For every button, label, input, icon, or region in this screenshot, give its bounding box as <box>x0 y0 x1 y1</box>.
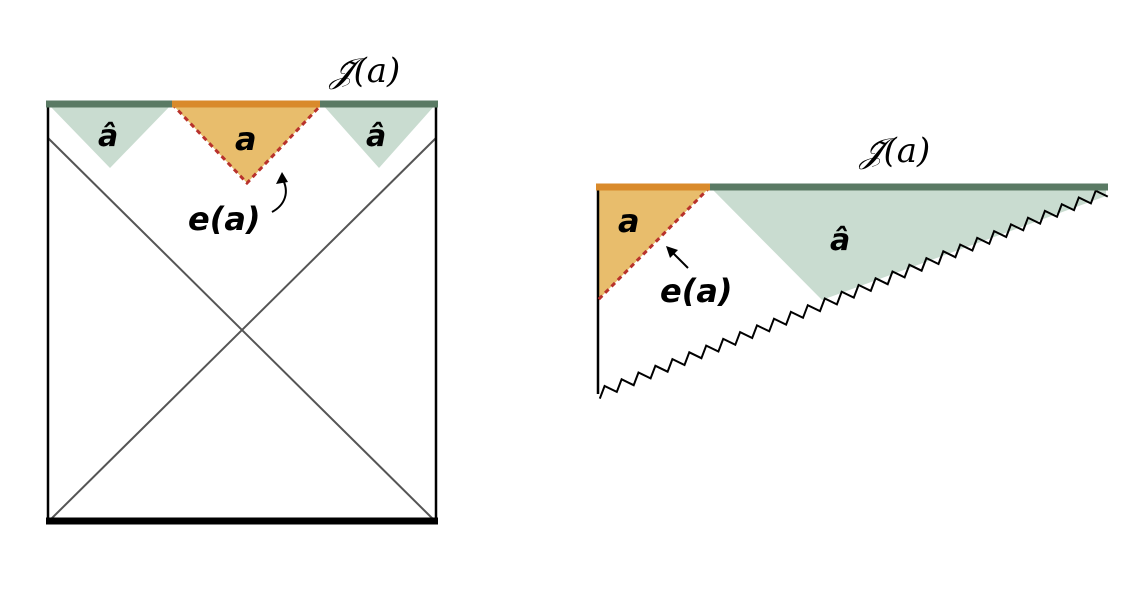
left-ahat-region-right <box>322 104 436 168</box>
left-edge-arrowhead <box>276 172 288 184</box>
left-ahat-left-label: â <box>98 119 118 154</box>
left-edge-label: e(a) <box>188 200 261 238</box>
right-a-label: a <box>618 202 640 240</box>
right-edge-label: e(a) <box>660 272 733 310</box>
left-a-label: a <box>235 120 257 158</box>
right-diagram: 𝒥̃(a) a â e(a) <box>596 131 1109 399</box>
left-ahat-right-label: â <box>366 119 386 154</box>
left-penrose-diagram: 𝒥̃(a) â a â e(a) <box>46 51 438 525</box>
right-edge-arrow <box>671 251 689 269</box>
right-edge-arrowhead <box>666 246 678 258</box>
right-singularity <box>598 189 1109 399</box>
left-scri-label: 𝒥̃(a) <box>328 51 400 91</box>
left-ahat-region-left <box>48 104 172 168</box>
right-ahat-label: â <box>830 223 850 258</box>
right-scri-label: 𝒥̃(a) <box>858 131 930 171</box>
left-edge-ea <box>170 102 324 186</box>
left-a-region <box>172 104 322 183</box>
left-horizon-2 <box>47 137 437 523</box>
right-ahat-region <box>710 187 1106 300</box>
